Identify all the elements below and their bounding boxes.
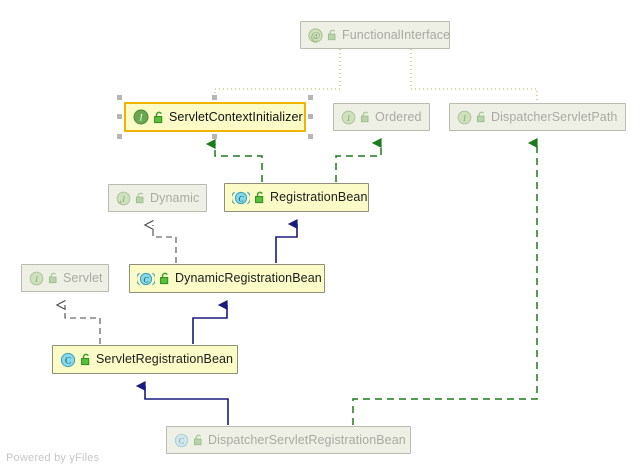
interface-icon: I	[457, 110, 472, 125]
interface-icon: I	[341, 110, 356, 125]
selection-handle-nw[interactable]	[117, 95, 122, 100]
node-dispatcherservletpath[interactable]: I DispatcherServletPath	[449, 103, 626, 131]
class-icon: C	[60, 352, 76, 368]
svg-text:I: I	[139, 113, 144, 123]
node-registrationbean[interactable]: C RegistrationBean	[224, 183, 369, 212]
node-label: DispatcherServletPath	[491, 109, 618, 124]
edge-generalization-servletregistrationbean-to-dynamicregistrationbean[interactable]	[192, 299, 228, 344]
node-label: RegistrationBean	[270, 190, 368, 205]
abstract-class-icon: C	[137, 271, 155, 287]
class-icon: C	[174, 433, 189, 448]
edge-realization-registrationbean-to-servletcontextinitializer[interactable]	[205, 138, 263, 182]
selection-handle-ne[interactable]	[308, 95, 313, 100]
selection-handle-n[interactable]	[212, 95, 217, 100]
edge-realization-registrationbean-to-ordered[interactable]	[335, 137, 382, 182]
interface-icon: I	[29, 271, 44, 286]
abstract-class-icon: C	[232, 190, 250, 206]
edge-annotation-functionalinterface-to-servletcontextinitializer[interactable]	[214, 49, 341, 100]
public-lock-icon	[476, 111, 487, 123]
edge-generalization-dynamicregistrationbean-to-registrationbean[interactable]	[275, 218, 298, 263]
selection-handle-se[interactable]	[308, 134, 313, 139]
edge-dependency-dynamicregistrationbean-to-dynamic[interactable]	[143, 220, 177, 263]
interface-icon: I	[133, 109, 149, 125]
edge-dependency-servletregistrationbean-to-servlet[interactable]	[55, 300, 101, 344]
svg-text:C: C	[238, 194, 244, 203]
node-servletcontextinitializer[interactable]: I ServletContextInitializer	[124, 102, 306, 132]
svg-text:I: I	[346, 112, 351, 122]
public-lock-icon	[327, 29, 338, 41]
selection-handle-s[interactable]	[212, 134, 217, 139]
annotation-at-icon: @	[308, 27, 323, 43]
svg-text:C: C	[65, 355, 71, 365]
node-label: DispatcherServletRegistrationBean	[208, 432, 406, 447]
public-lock-icon	[153, 111, 165, 124]
svg-text:C: C	[179, 435, 185, 445]
node-label: DynamicRegistrationBean	[175, 271, 322, 286]
selection-handle-w[interactable]	[117, 114, 122, 119]
node-ordered[interactable]: I Ordered	[333, 103, 430, 131]
node-label: Ordered	[375, 109, 422, 124]
public-lock-icon	[254, 191, 266, 204]
node-label: Servlet	[63, 270, 103, 285]
edge-realization-dispatcherservletregistrationbean-to-dispatcherservletpath[interactable]	[352, 137, 538, 425]
node-servlet[interactable]: I Servlet	[21, 264, 109, 292]
node-label: Dynamic	[150, 190, 200, 205]
node-label: ServletRegistrationBean	[96, 352, 234, 367]
svg-text:@: @	[311, 31, 320, 42]
selection-handle-e[interactable]	[308, 114, 313, 119]
yfiles-watermark: Powered by yFiles	[6, 452, 100, 464]
public-lock-icon	[48, 272, 59, 284]
svg-text:I: I	[462, 112, 467, 122]
interface-nested-icon: I	[116, 191, 131, 206]
svg-text:I: I	[121, 193, 126, 203]
svg-text:C: C	[143, 275, 149, 284]
public-lock-icon	[80, 353, 92, 366]
node-functionalinterface[interactable]: @ FunctionalInterface	[300, 21, 450, 49]
public-lock-icon	[360, 111, 371, 123]
public-lock-icon	[193, 434, 204, 446]
node-servletregistrationbean[interactable]: C ServletRegistrationBean	[52, 345, 238, 374]
node-dynamic[interactable]: I Dynamic	[108, 184, 207, 212]
public-lock-icon	[135, 192, 146, 204]
selection-handle-sw[interactable]	[117, 134, 122, 139]
node-dynamicregistrationbean[interactable]: C DynamicRegistrationBean	[129, 264, 325, 293]
edge-generalization-dispatcherservletregistrationbean-to-servletregistrationbean[interactable]	[135, 380, 229, 425]
svg-text:I: I	[34, 273, 39, 283]
public-lock-icon	[159, 272, 171, 285]
edge-annotation-functionalinterface-to-dispatcherservletpath[interactable]	[410, 49, 538, 101]
node-label: FunctionalInterface	[342, 27, 451, 42]
node-dispatcherservletregistrationbean[interactable]: C DispatcherServletRegistrationBean	[166, 426, 411, 454]
node-label: ServletContextInitializer	[169, 109, 303, 124]
